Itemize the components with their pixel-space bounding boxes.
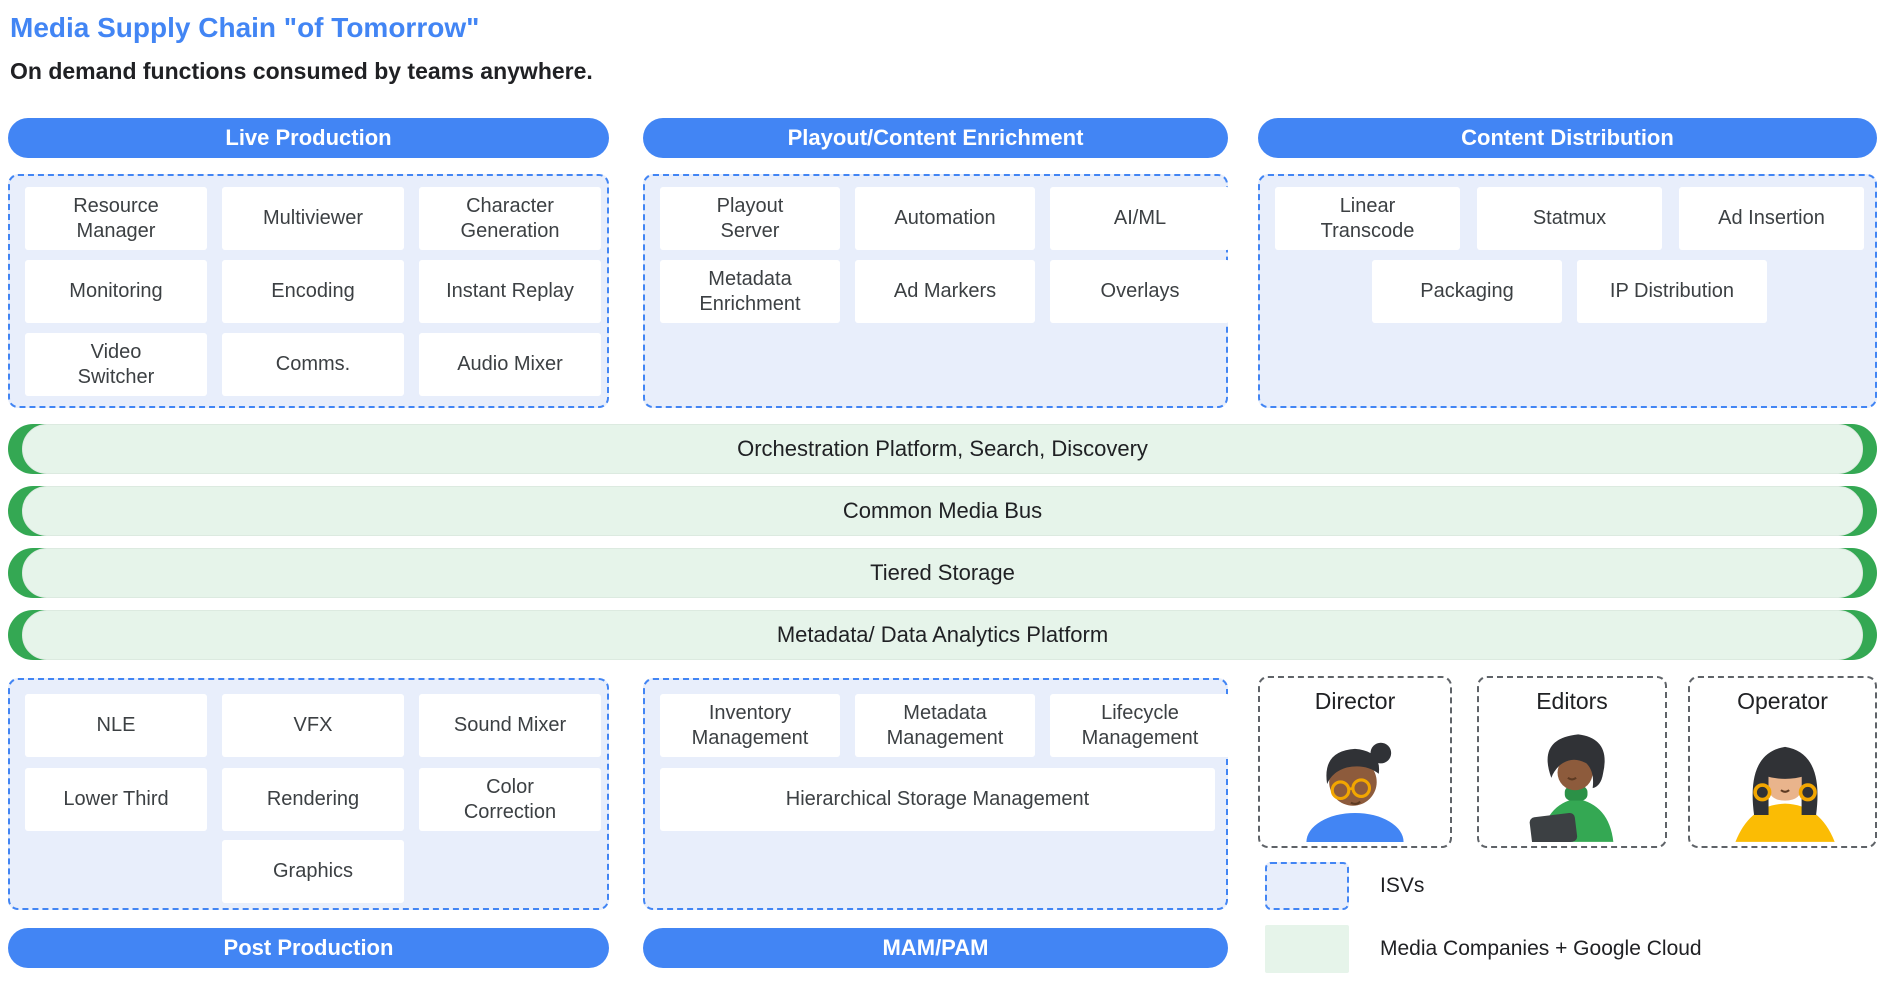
box-ad-markers: Ad Markers — [855, 260, 1035, 323]
content-distribution-zone: Linear Transcode Statmux Ad Insertion Pa… — [1258, 174, 1877, 408]
legend-label-media-companies: Media Companies + Google Cloud — [1380, 937, 1702, 960]
section-header-content-distribution: Content Distribution — [1258, 118, 1877, 158]
platform-bar-orchestration: Orchestration Platform, Search, Discover… — [8, 424, 1877, 474]
box-hierarchical-storage-management: Hierarchical Storage Management — [660, 768, 1215, 831]
box-playout-server: Playout Server — [660, 187, 840, 250]
box-instant-replay: Instant Replay — [419, 260, 601, 323]
box-overlays: Overlays — [1050, 260, 1230, 323]
legend-swatch-media-companies — [1265, 925, 1349, 973]
box-graphics: Graphics — [222, 840, 404, 903]
box-packaging: Packaging — [1372, 260, 1562, 323]
persona-card-director: Director — [1258, 676, 1452, 848]
legend-swatch-isvs — [1265, 862, 1349, 910]
mam-pam-zone: Inventory Management Metadata Management… — [643, 678, 1230, 910]
page-title: Media Supply Chain "of Tomorrow" — [10, 12, 480, 43]
box-audio-mixer: Audio Mixer — [419, 333, 601, 396]
post-production-zone: NLE VFX Sound Mixer Lower Third Renderin… — [8, 678, 609, 910]
box-statmux: Statmux — [1477, 187, 1662, 250]
box-rendering: Rendering — [222, 768, 404, 831]
box-monitoring: Monitoring — [25, 260, 207, 323]
section-header-playout-content-enrichment: Playout/Content Enrichment — [643, 118, 1228, 158]
legend-label-isvs: ISVs — [1380, 874, 1425, 897]
box-metadata-management: Metadata Management — [855, 694, 1035, 757]
box-multiviewer: Multiviewer — [222, 187, 404, 250]
box-sound-mixer: Sound Mixer — [419, 694, 601, 757]
box-lifecycle-management: Lifecycle Management — [1050, 694, 1230, 757]
box-metadata-enrichment: Metadata Enrichment — [660, 260, 840, 323]
box-ai-ml: AI/ML — [1050, 187, 1230, 250]
operator-illustration — [1734, 746, 1835, 842]
director-illustration — [1306, 742, 1404, 842]
box-ad-insertion: Ad Insertion — [1679, 187, 1864, 250]
platform-bar-tiered-storage: Tiered Storage — [8, 548, 1877, 598]
box-video-switcher: Video Switcher — [25, 333, 207, 396]
editors-illustration — [1529, 734, 1614, 842]
persona-label-editors: Editors — [1536, 688, 1608, 714]
box-lower-third: Lower Third — [25, 768, 207, 831]
section-header-live-production: Live Production — [8, 118, 609, 158]
persona-card-operator: Operator — [1688, 676, 1877, 848]
box-comms: Comms. — [222, 333, 404, 396]
page-subtitle: On demand functions consumed by teams an… — [10, 58, 593, 84]
section-header-mam-pam: MAM/PAM — [643, 928, 1228, 968]
box-encoding: Encoding — [222, 260, 404, 323]
box-inventory-management: Inventory Management — [660, 694, 840, 757]
section-header-post-production: Post Production — [8, 928, 609, 968]
persona-card-editors: Editors — [1477, 676, 1667, 848]
platform-bar-common-media-bus: Common Media Bus — [8, 486, 1877, 536]
playout-content-enrichment-zone: Playout Server Automation AI/ML Metadata… — [643, 174, 1230, 408]
live-production-zone: Resource Manager Multiviewer Character G… — [8, 174, 609, 408]
box-color-correction: Color Correction — [419, 768, 601, 831]
box-automation: Automation — [855, 187, 1035, 250]
box-vfx: VFX — [222, 694, 404, 757]
box-nle: NLE — [25, 694, 207, 757]
platform-bar-metadata-analytics: Metadata/ Data Analytics Platform — [8, 610, 1877, 660]
persona-label-director: Director — [1314, 688, 1396, 714]
persona-label-operator: Operator — [1737, 688, 1828, 714]
box-ip-distribution: IP Distribution — [1577, 260, 1767, 323]
box-linear-transcode: Linear Transcode — [1275, 187, 1460, 250]
box-character-generation: Character Generation — [419, 187, 601, 250]
box-resource-manager: Resource Manager — [25, 187, 207, 250]
